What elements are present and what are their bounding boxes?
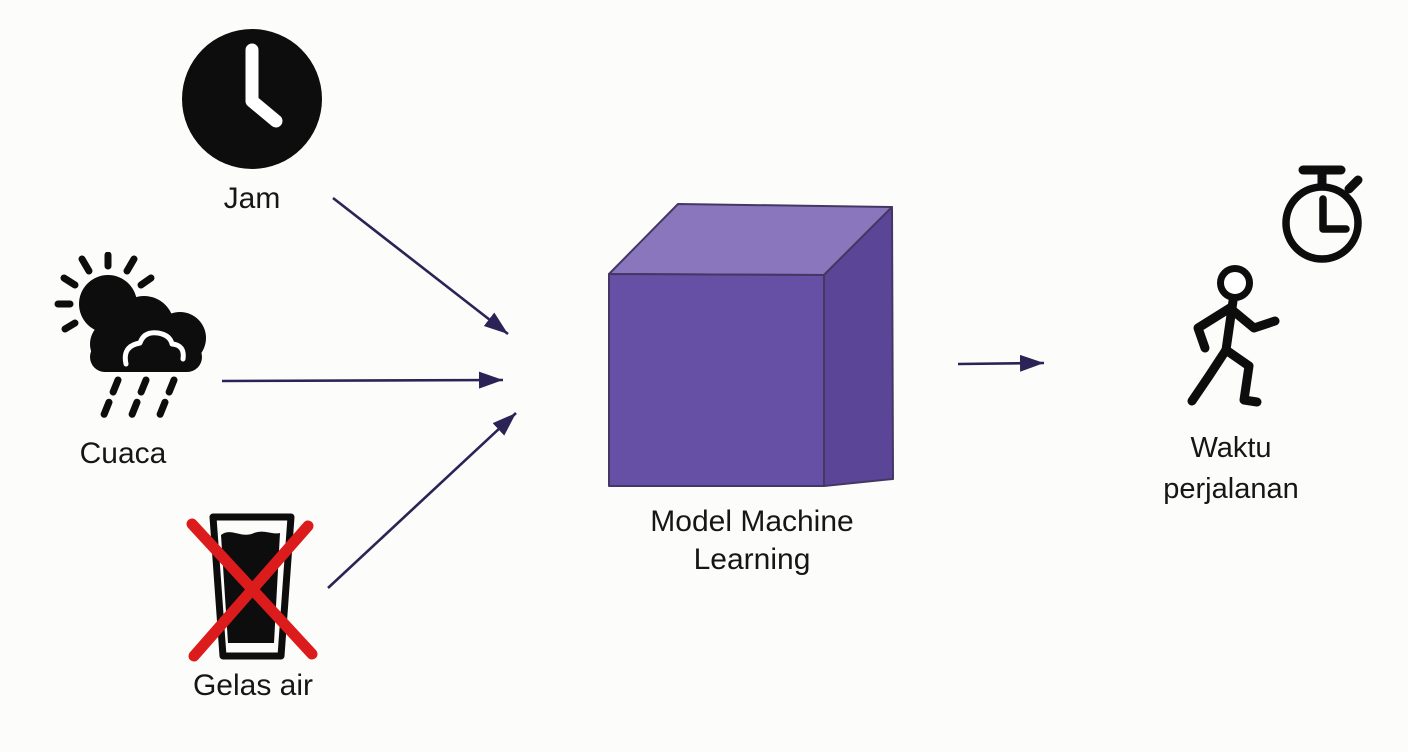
red-cross-icon <box>186 518 318 662</box>
arrow-gelas-to-model <box>327 412 517 589</box>
arrow-jam-to-model <box>332 196 509 336</box>
input-label-jam: Jam <box>223 182 281 215</box>
input-label-gelas-air: Gelas air <box>192 669 314 702</box>
walking-person-icon <box>1180 262 1292 414</box>
arrow-cuaca-to-model <box>221 371 504 389</box>
output-label: Waktu perjalanan <box>1163 432 1299 505</box>
clock-icon <box>181 28 323 170</box>
cube-right-face <box>823 206 894 487</box>
cube-front-face <box>608 273 825 487</box>
crossed-water-glass-icon <box>186 503 320 665</box>
arrow-model-to-output <box>957 354 1045 372</box>
input-label-cuaca: Cuaca <box>79 437 167 470</box>
stopwatch-icon <box>1280 163 1368 265</box>
model-label: Model Machine Learning <box>650 505 854 576</box>
cube-top-face <box>608 203 893 276</box>
weather-rain-icon <box>38 252 208 427</box>
